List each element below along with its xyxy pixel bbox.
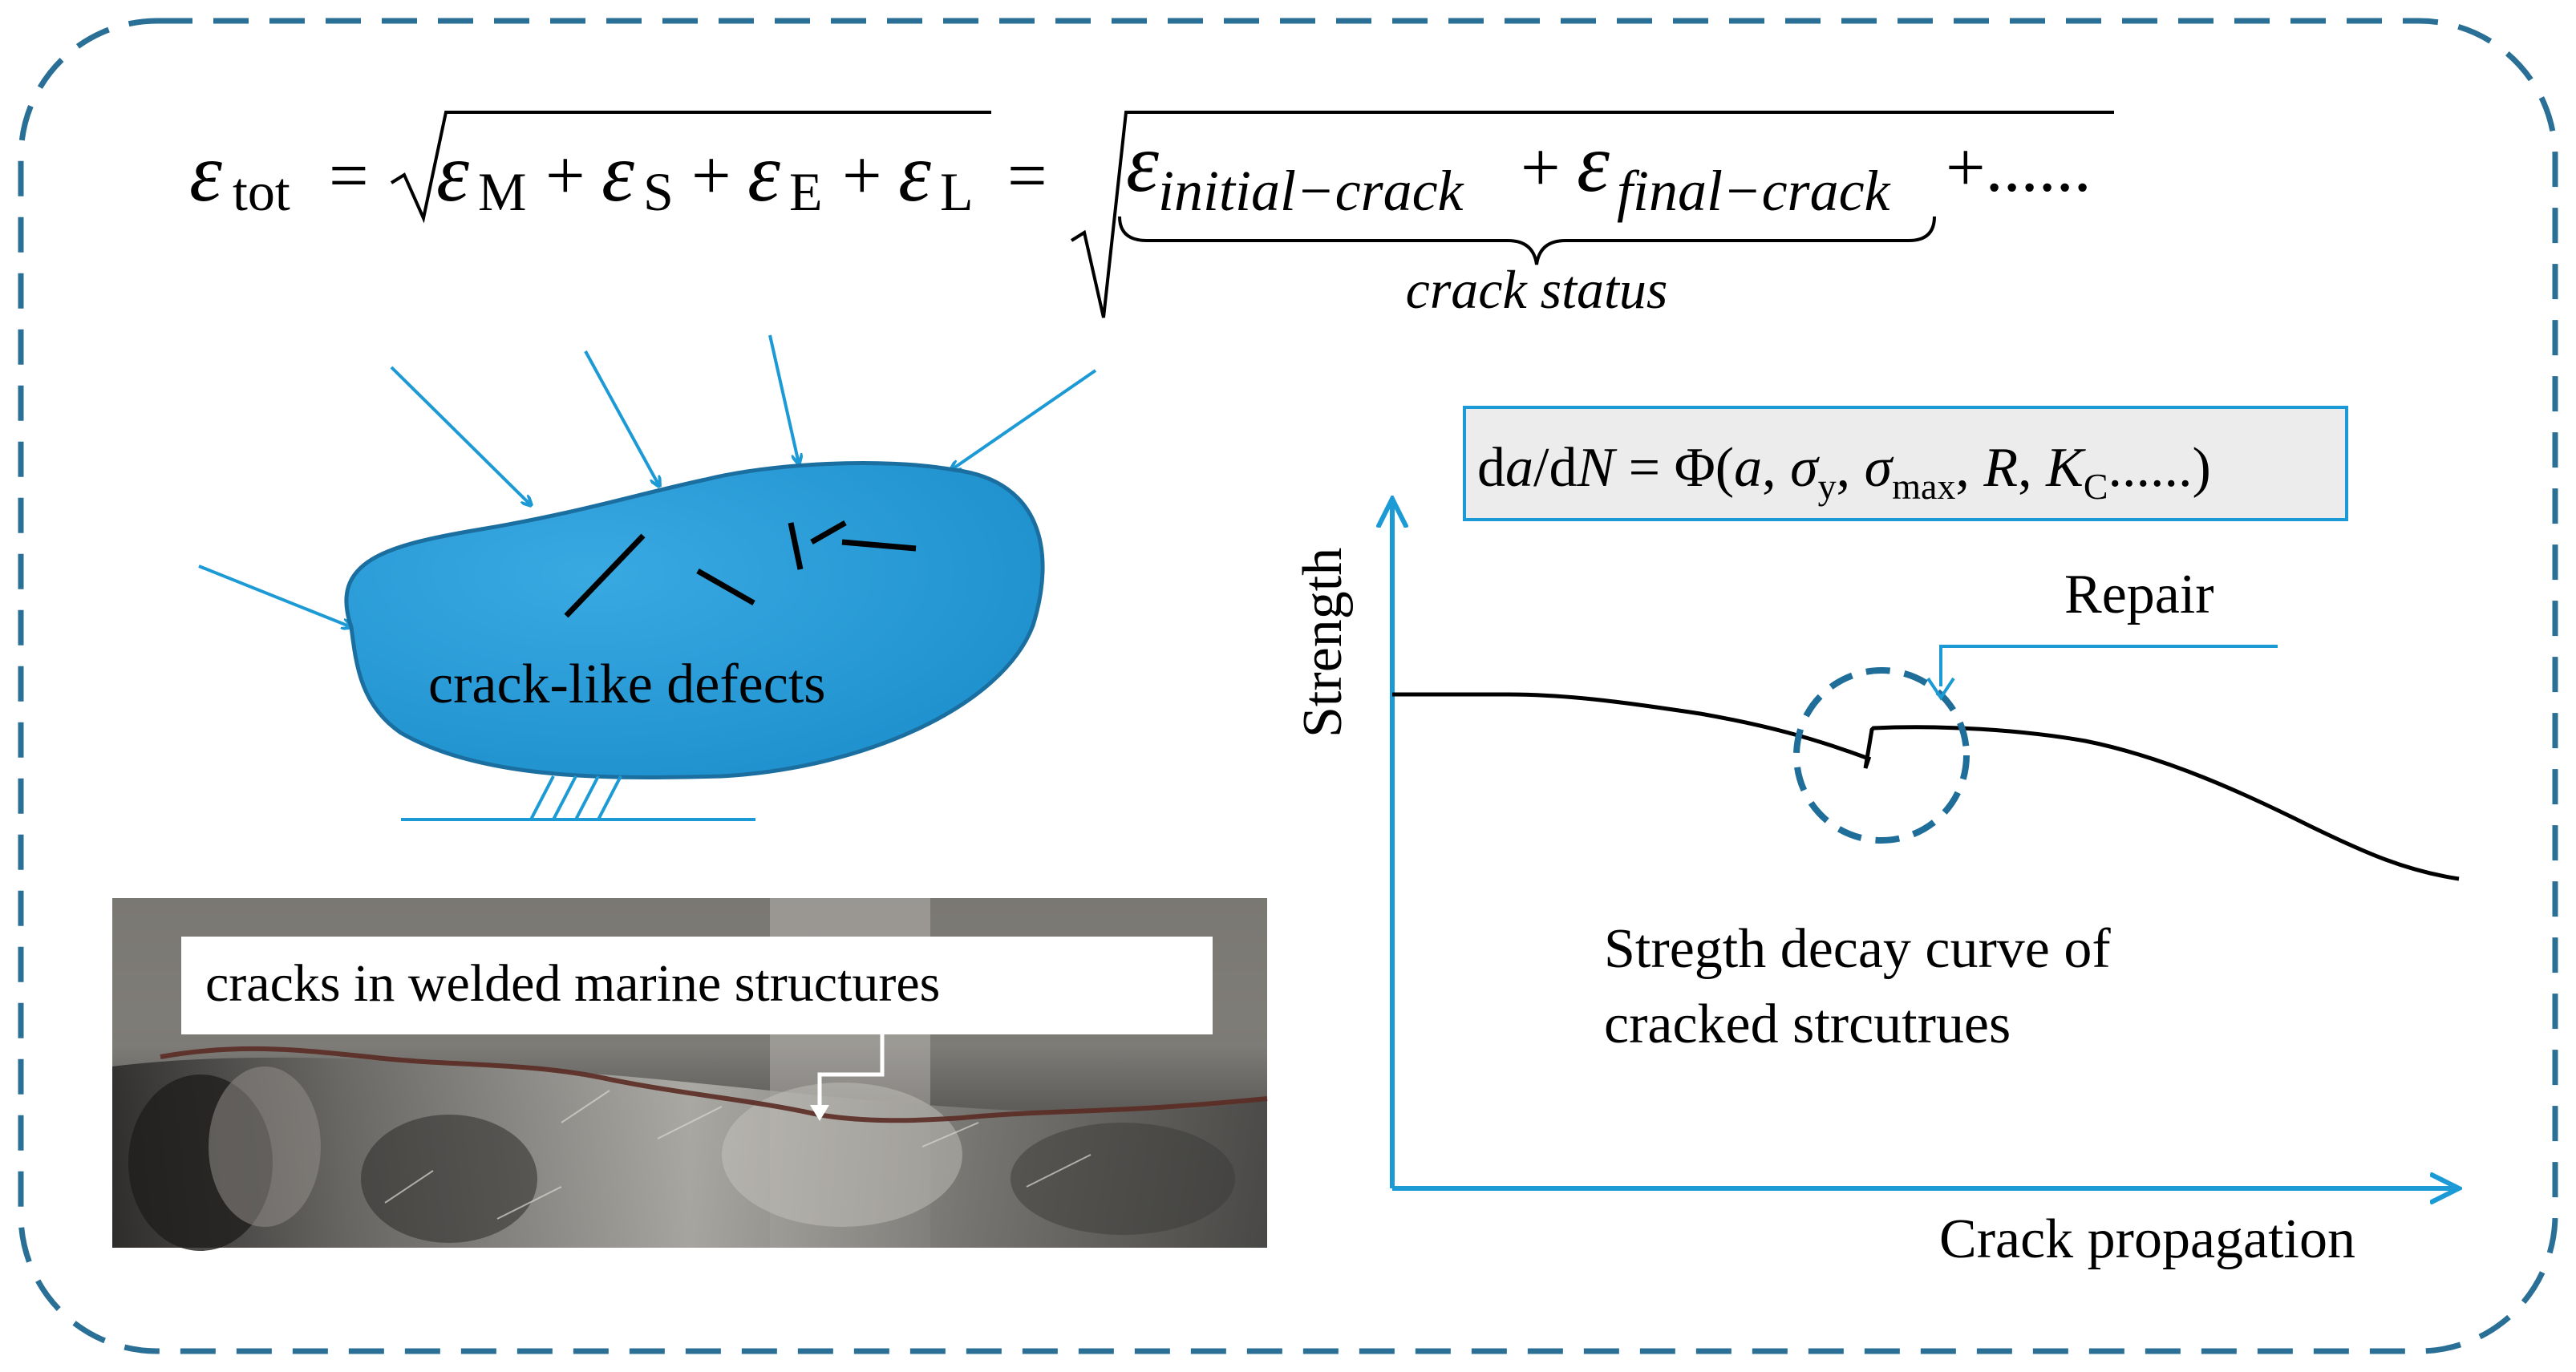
- load-arrow-2: [584, 350, 659, 486]
- repair-circle: [1793, 667, 1970, 844]
- strength-curve: [1392, 692, 2460, 881]
- plus-3: +: [842, 137, 882, 215]
- eps-l-symbol: ε: [898, 127, 931, 219]
- load-arrow-1: [390, 366, 531, 505]
- underbrace: [1118, 216, 1936, 265]
- eps-s-subscript: S: [643, 161, 674, 222]
- eps-tot-subscript: tot: [233, 161, 290, 222]
- strength-decay-chart: Strength Crack propagation Repair Stregt…: [1292, 499, 2459, 1270]
- sqrt-sign-2: [1070, 111, 2114, 318]
- crack-line-1: [564, 533, 646, 618]
- eps-m-subscript: M: [478, 161, 526, 222]
- equation-tail: +......: [1946, 129, 2092, 207]
- plus-1: +: [545, 137, 585, 215]
- eps-e-subscript: E: [789, 161, 823, 222]
- support-hatch-3: [574, 775, 600, 820]
- support-hatch-1: [529, 775, 555, 820]
- crack-line-5: [841, 539, 917, 552]
- support-hatch-4: [597, 775, 622, 820]
- crack-line-4: [810, 520, 847, 545]
- eps-initial-symbol: ε: [1126, 117, 1159, 209]
- weld-crack-photo: cracks in welded marine structures: [112, 898, 1268, 1251]
- eps-l-subscript: L: [940, 161, 974, 222]
- photo-caption-box: [181, 937, 1213, 1034]
- equals-sign-1: =: [329, 137, 369, 215]
- photo-caption-pointer: [817, 1034, 885, 1110]
- y-axis-label: Strength: [1292, 548, 1354, 738]
- repair-label: Repair: [2064, 564, 2214, 625]
- eps-m-symbol: ε: [436, 127, 469, 219]
- crack-like-defects-label: crack-like defects: [428, 654, 826, 715]
- equals-sign-2: =: [1007, 137, 1047, 215]
- eps-s-symbol: ε: [601, 127, 634, 219]
- crack-growth-formula-box: da/dN = Φ(a, σy, σmax, R, KC......): [1463, 406, 2348, 521]
- defect-body-diagram: crack-like defects: [198, 334, 1097, 821]
- load-arrow-4: [951, 369, 1097, 470]
- strain-equation: ε tot = ε M + ε S + ε E + ε L = ε initia…: [189, 111, 2114, 320]
- sqrt-sign-1: [390, 111, 991, 224]
- photo-crack-line: [160, 1046, 1268, 1123]
- load-arrow-5: [198, 565, 351, 627]
- support-hatch-2: [552, 775, 577, 820]
- eps-e-symbol: ε: [747, 127, 780, 219]
- eps-final-subscript: final−crack: [1617, 159, 1892, 223]
- chart-caption-line-1: Stregth decay curve of: [1604, 918, 2111, 980]
- plus-2: +: [691, 137, 731, 215]
- x-axis-label: Crack propagation: [1939, 1208, 2355, 1270]
- crack-status-label: crack status: [1406, 259, 1668, 320]
- crack-line-2: [696, 568, 755, 606]
- photo-caption: cracks in welded marine structures: [205, 954, 940, 1013]
- outer-dashed-frame: [18, 18, 2558, 1354]
- formula-text: da/dN = Φ(a, σy, σmax, R, KC......): [1477, 437, 2211, 507]
- plus-4: +: [1521, 129, 1561, 207]
- defect-body: [344, 461, 1045, 779]
- chart-caption-line-2: cracked strcutrues: [1604, 994, 2011, 1055]
- eps-initial-subscript: initial−crack: [1158, 159, 1465, 223]
- load-arrow-3: [768, 334, 799, 463]
- eps-final-symbol: ε: [1577, 117, 1610, 209]
- eps-tot-symbol: ε: [189, 127, 222, 219]
- crack-line-3: [788, 522, 804, 570]
- repair-pointer: [1939, 645, 2278, 686]
